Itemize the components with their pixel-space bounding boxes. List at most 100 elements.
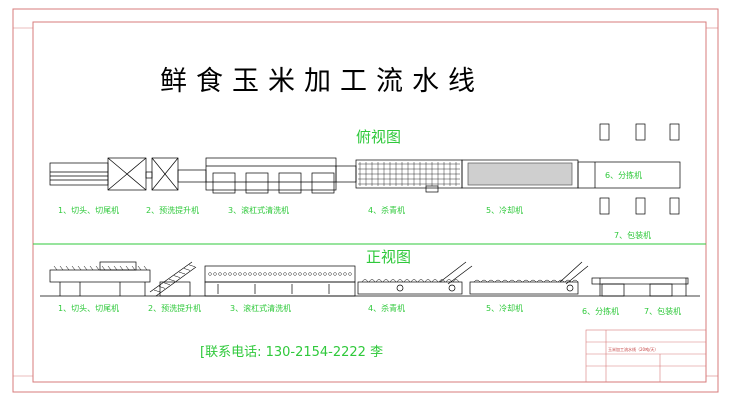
front-view-details xyxy=(53,264,579,293)
cooler-bump xyxy=(494,279,502,283)
title-block-frame xyxy=(585,329,707,383)
front-washer-body xyxy=(204,265,356,283)
front-view xyxy=(40,261,700,297)
blancher-bump xyxy=(424,279,432,283)
blancher-bump xyxy=(445,279,453,283)
top-washer-tank xyxy=(278,172,302,194)
washer-roller xyxy=(273,272,277,276)
front-cutter-body xyxy=(49,269,151,283)
washer-roller xyxy=(313,272,317,276)
elevator-flight xyxy=(188,264,196,268)
blancher-bump xyxy=(368,279,376,283)
washer-roller xyxy=(258,272,262,276)
front-elevator-belt xyxy=(155,266,197,297)
top-view-heading: 俯视图 xyxy=(356,128,401,146)
blancher-bump xyxy=(410,279,418,283)
washer-roller xyxy=(253,272,257,276)
washer-roller xyxy=(243,272,247,276)
front-blancher-roller xyxy=(448,284,456,292)
cooler-bump xyxy=(522,279,530,283)
washer-roller xyxy=(278,272,282,276)
washer-roller xyxy=(288,272,292,276)
elevator-flight xyxy=(178,271,186,275)
washer-roller xyxy=(338,272,342,276)
washer-roller xyxy=(318,272,322,276)
washer-roller xyxy=(303,272,307,276)
cutter-tooth xyxy=(71,265,76,271)
top-label-blancher: 4、杀青机 xyxy=(368,205,405,215)
blancher-bump xyxy=(417,279,425,283)
washer-roller xyxy=(263,272,267,276)
front-label-blancher: 4、杀青机 xyxy=(368,303,405,313)
top-packer xyxy=(599,123,610,141)
top-view xyxy=(49,123,681,215)
blancher-bump xyxy=(396,279,404,283)
washer-roller xyxy=(343,272,347,276)
front-label-cooler: 5、冷却机 xyxy=(486,303,523,313)
cooler-bump xyxy=(515,279,523,283)
elevator-flight xyxy=(183,268,191,271)
top-label-prewash: 2、预洗提升机 xyxy=(146,205,199,215)
front-packer xyxy=(601,283,625,297)
top-roller-washer xyxy=(205,157,337,191)
front-cooler-lift xyxy=(559,261,583,283)
top-sorting-conveyor xyxy=(577,161,681,189)
washer-roller xyxy=(213,272,217,276)
blancher-bump xyxy=(403,279,411,283)
top-label-sorter: 6、分拣机 xyxy=(605,170,642,180)
top-washer-outlet xyxy=(335,165,357,183)
title-block-name: 玉米加工流水线（20吨/天） xyxy=(608,346,658,352)
cooler-bump xyxy=(529,279,537,283)
front-label-prewash: 2、预洗提升机 xyxy=(148,303,201,313)
top-cutter-conveyor xyxy=(49,162,109,186)
cutter-tooth xyxy=(65,265,70,271)
cooler-bump xyxy=(473,279,481,283)
cutter-tooth xyxy=(101,265,106,271)
washer-roller xyxy=(218,272,222,276)
blancher-bump xyxy=(438,279,446,283)
front-label-cutter: 1、切头、切尾机 xyxy=(58,303,119,313)
front-cutter-hood xyxy=(99,261,137,271)
front-washer-tank xyxy=(204,281,356,297)
front-packer xyxy=(649,283,673,297)
top-packer xyxy=(599,197,610,215)
elevator-flight xyxy=(163,282,171,286)
front-blancher-lift xyxy=(439,261,467,283)
washer-roller xyxy=(233,272,237,276)
front-elevator-belt xyxy=(149,261,193,293)
washer-roller xyxy=(228,272,232,276)
washer-roller xyxy=(333,272,337,276)
top-prewash-cross xyxy=(151,157,179,191)
contact-phone: [联系电话: 130-2154-2222 李 xyxy=(200,345,383,360)
blancher-bump xyxy=(382,279,390,283)
top-washer-tank xyxy=(311,172,335,194)
cooler-bump xyxy=(550,279,558,283)
cutter-tooth xyxy=(89,265,94,271)
front-sorter-belt xyxy=(591,277,689,285)
blancher-bump xyxy=(361,279,369,283)
top-label-washer: 3、滚杠式清洗机 xyxy=(228,205,289,215)
front-label-washer: 3、滚杠式清洗机 xyxy=(230,303,291,313)
front-label-packer: 7、包装机 xyxy=(644,306,681,316)
inner-frame xyxy=(32,21,707,383)
front-label-sorter: 6、分拣机 xyxy=(582,306,619,316)
washer-roller xyxy=(348,272,352,276)
elevator-flight xyxy=(158,286,166,289)
elevator-flight xyxy=(173,275,181,278)
washer-roller xyxy=(323,272,327,276)
title-block xyxy=(585,329,707,383)
cutter-tooth xyxy=(107,265,112,271)
top-label-cutter: 1、切头、切尾机 xyxy=(58,205,119,215)
top-cutter-link xyxy=(145,171,153,179)
outer-frame xyxy=(12,8,719,393)
front-blancher-lift xyxy=(447,265,473,285)
blancher-bump xyxy=(375,279,383,283)
top-label-cooler: 5、冷却机 xyxy=(486,205,523,215)
cutter-tooth xyxy=(113,265,118,271)
top-packer xyxy=(635,123,646,141)
cutter-tooth xyxy=(77,265,82,271)
washer-roller xyxy=(238,272,242,276)
cooler-bump xyxy=(501,279,509,283)
elevator-flight xyxy=(168,278,176,282)
cooler-bump xyxy=(557,279,565,283)
